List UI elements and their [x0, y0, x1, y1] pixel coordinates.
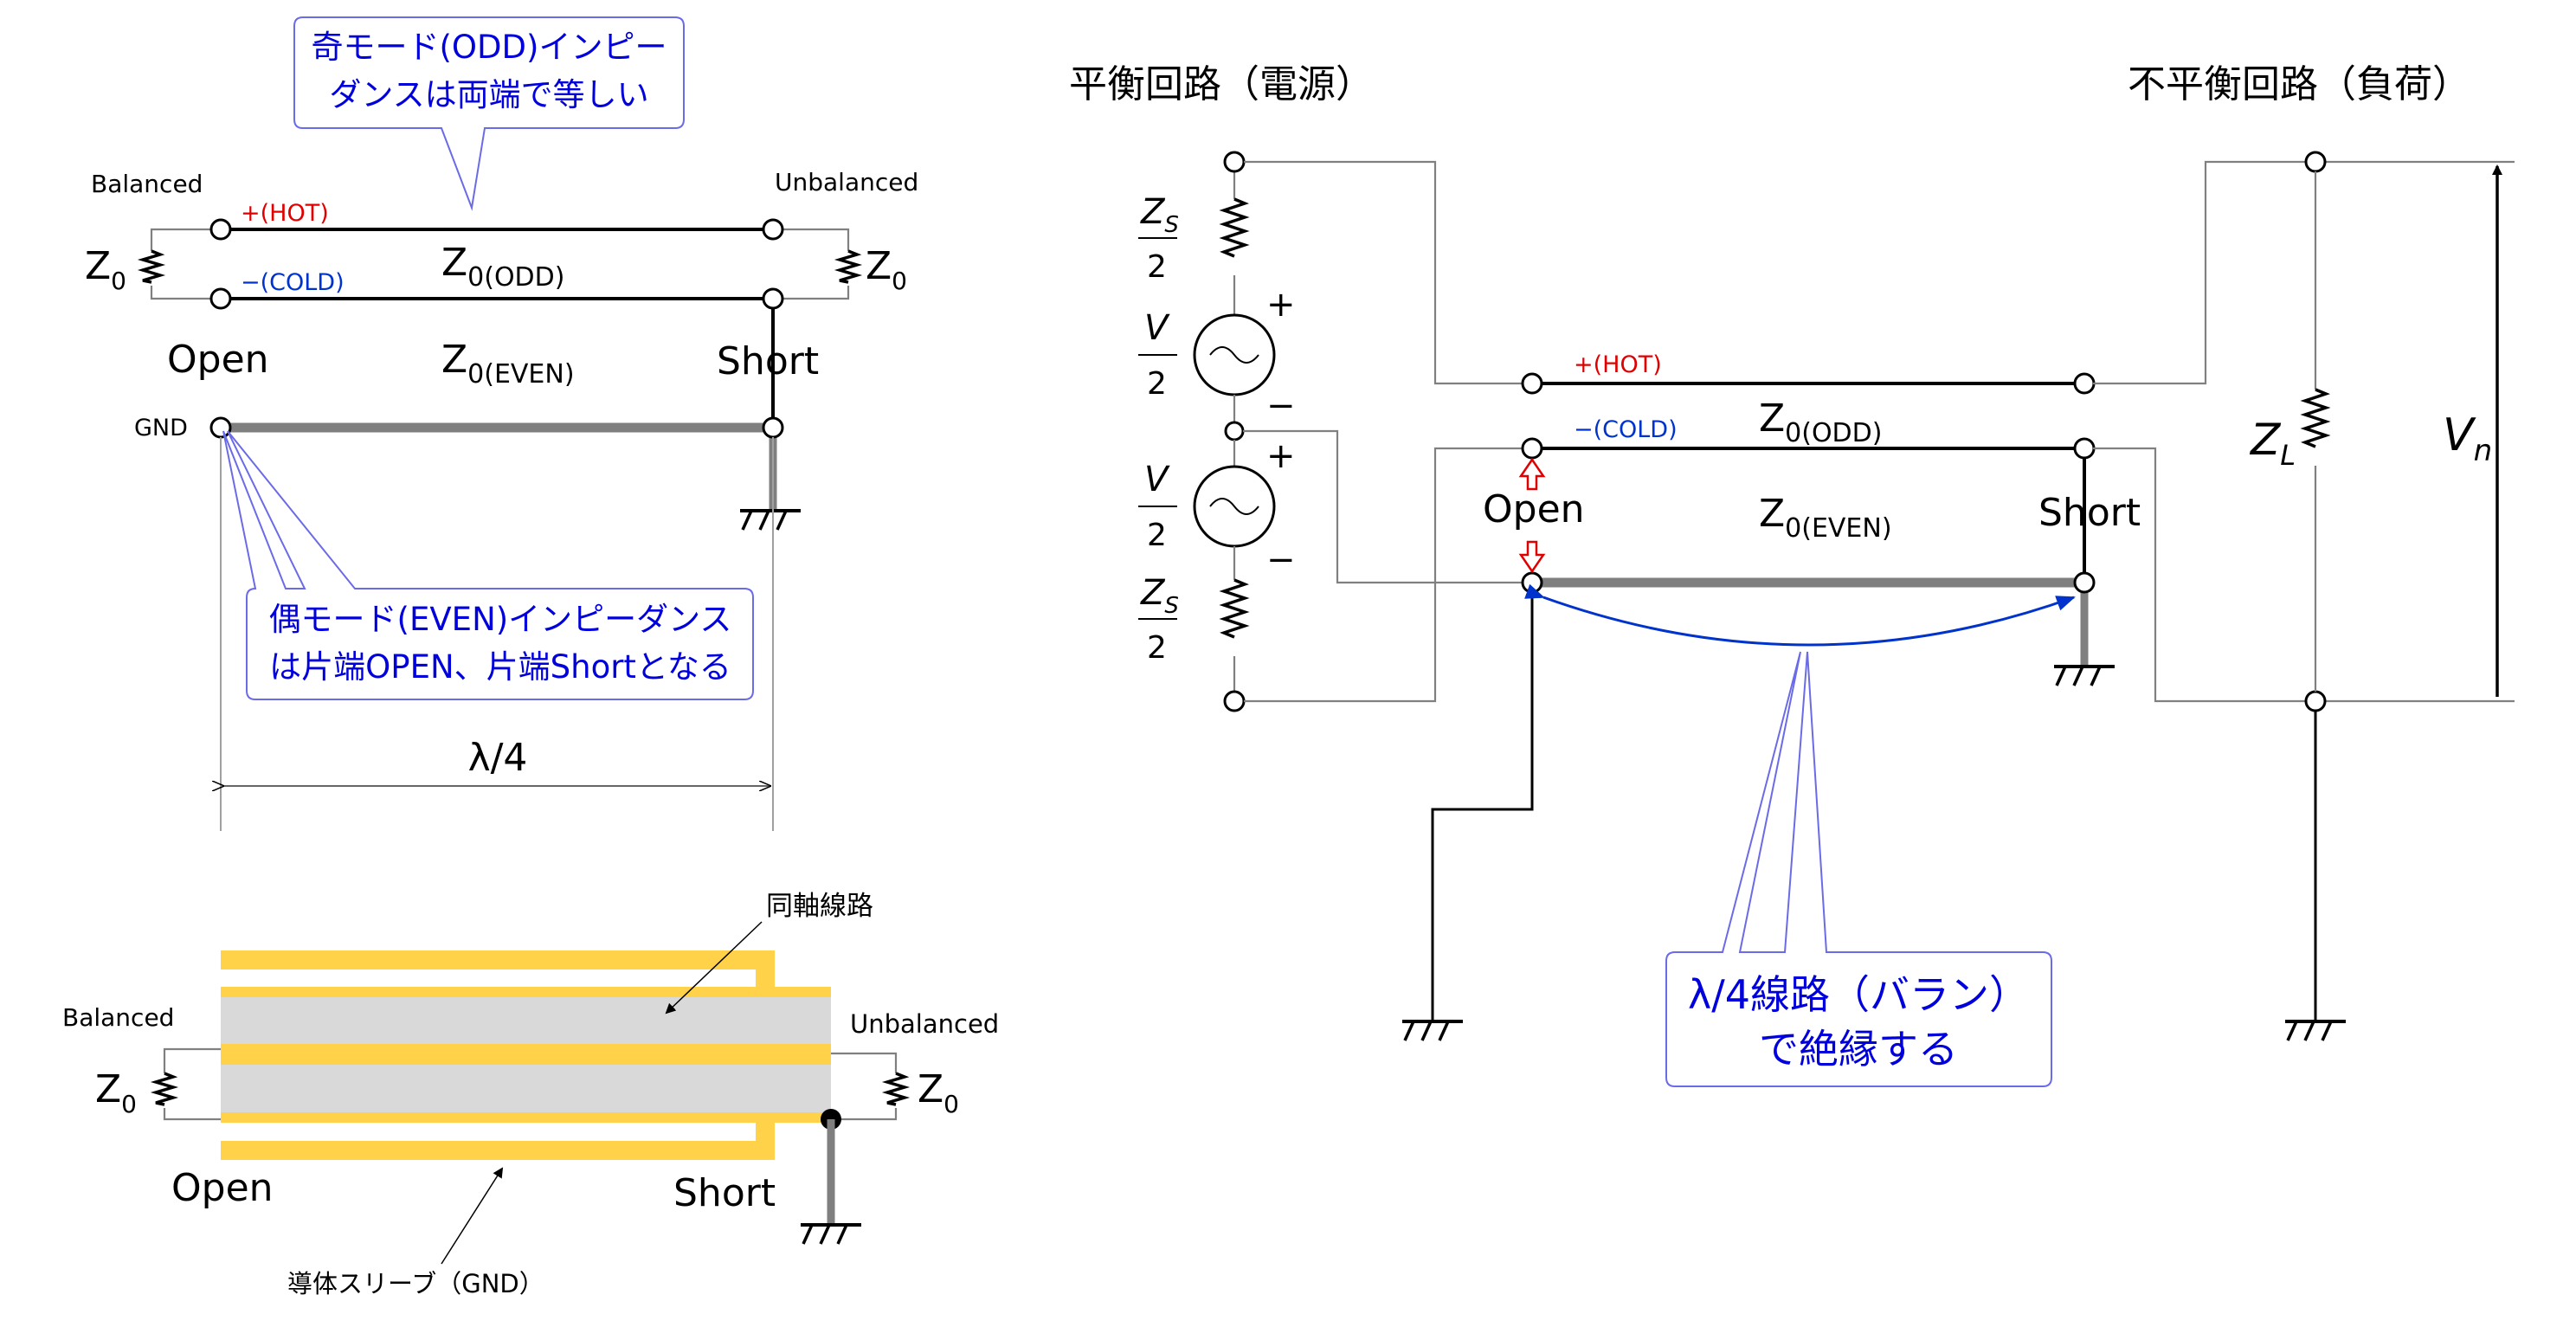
- resistor-zs-top: [1219, 197, 1250, 258]
- v-bottom-fraction: V 2: [1138, 460, 1177, 553]
- resistor-z0-coax-right: [881, 1072, 911, 1106]
- coax-unbalanced-label: Unbalanced: [850, 1009, 999, 1039]
- dielectric-lower: [221, 1065, 831, 1113]
- minus-top: −: [1266, 386, 1296, 426]
- callout-balun-line2: で絶縁する: [1759, 1026, 1958, 1073]
- coax-z0-left: Z0: [95, 1067, 137, 1118]
- callout-odd-line1: 奇モード(ODD)インピー: [312, 29, 667, 66]
- z0-right-label: Z0: [866, 244, 907, 295]
- balanced-label: Balanced: [91, 170, 203, 198]
- callout-even-line2: は片端OPEN、片端Shortとなる: [269, 648, 731, 686]
- svg-text:ZS: ZS: [1140, 192, 1179, 238]
- ground-symbol-coax: [801, 1223, 861, 1245]
- svg-text:V: V: [1144, 308, 1170, 348]
- sleeve-label: 導体スリーブ（GND）: [287, 1269, 544, 1298]
- balun-cold-label: −(COLD): [1574, 416, 1678, 443]
- v-top-fraction: V 2: [1138, 308, 1177, 402]
- coupled-line-diagram: 奇モード(ODD)インピー ダンスは両端で等しい Balanced Unbala…: [85, 16, 918, 831]
- callout-even: 偶モード(EVEN)インピーダンス は片端OPEN、片端Shortとなる: [222, 430, 754, 700]
- plus-bottom: +: [1266, 436, 1296, 476]
- minus-bottom: −: [1266, 540, 1296, 580]
- sleeve-bottom: [221, 1141, 775, 1160]
- zs-top-fraction: ZS 2: [1138, 192, 1179, 285]
- ground-symbol-left-top: [740, 509, 801, 531]
- balun-z-even: Z0(EVEN): [1759, 492, 1892, 544]
- cold-label: −(COLD): [241, 269, 345, 296]
- balun-short-label: Short: [2038, 491, 2141, 535]
- coax-diagram: Z0 Z0 同軸線路 Balanced Unbalanced Open Shor…: [62, 891, 999, 1298]
- open-gap-arrows: [1518, 457, 1546, 574]
- ground-symbol-load: [2285, 1020, 2346, 1041]
- resistor-zs-bottom: [1219, 578, 1250, 639]
- balun-circuit: 平衡回路（電源） 不平衡回路（負荷） ZS 2 V 2 V: [1069, 62, 2515, 1087]
- gnd-label: GND: [134, 415, 188, 441]
- coax-balanced-label: Balanced: [62, 1003, 174, 1032]
- hot-label: +(HOT): [241, 200, 329, 227]
- z-odd-label: Z0(ODD): [441, 241, 564, 293]
- svg-text:2: 2: [1147, 366, 1167, 402]
- svg-text:ZS: ZS: [1140, 573, 1179, 619]
- coax-label: 同軸線路: [766, 891, 873, 922]
- resistor-z0-right: [834, 249, 863, 284]
- callout-odd-line2: ダンスは両端で等しい: [329, 76, 648, 113]
- callout-balun-line1: λ/4線路（バラン）: [1688, 971, 2029, 1018]
- resistor-z0-coax-left: [150, 1072, 179, 1106]
- svg-text:2: 2: [1147, 249, 1167, 285]
- lambda-label: λ/4: [468, 736, 528, 780]
- title-balanced: 平衡回路（電源）: [1069, 62, 1374, 106]
- svg-text:V: V: [1144, 460, 1170, 499]
- z0-left-label: Z0: [85, 244, 126, 295]
- unbalanced-label: Unbalanced: [775, 168, 918, 196]
- callout-balun: λ/4線路（バラン） で絶縁する: [1665, 651, 2052, 1087]
- ground-symbol-short: [2054, 665, 2115, 686]
- open-label: Open: [167, 338, 269, 382]
- plus-top: +: [1266, 285, 1296, 325]
- ground-symbol-open: [1402, 1020, 1463, 1041]
- short-label: Short: [717, 339, 819, 383]
- title-unbalanced: 不平衡回路（負荷）: [2128, 62, 2470, 106]
- balun-open-label: Open: [1483, 487, 1585, 531]
- zs-bottom-fraction: ZS 2: [1138, 573, 1179, 666]
- coax-z0-right: Z0: [918, 1067, 959, 1118]
- coax-short-label: Short: [673, 1171, 776, 1215]
- callout-even-line1: 偶モード(EVEN)インピーダンス: [269, 601, 732, 638]
- svg-text:2: 2: [1147, 518, 1167, 553]
- callout-odd: 奇モード(ODD)インピー ダンスは両端で等しい: [293, 16, 685, 211]
- coax-open-label: Open: [171, 1166, 274, 1210]
- center-conductor: [221, 1044, 831, 1065]
- lambda-arc: [1524, 583, 2076, 647]
- dielectric-upper: [221, 995, 831, 1044]
- z-even-label: Z0(EVEN): [441, 338, 575, 390]
- resistor-zl: [2300, 388, 2331, 448]
- vn-label: Vn: [2443, 409, 2492, 468]
- balun-hot-label: +(HOT): [1574, 351, 1662, 378]
- resistor-z0-left: [137, 249, 166, 284]
- zl-label: ZL: [2249, 415, 2296, 472]
- svg-text:2: 2: [1147, 630, 1167, 666]
- sleeve-top: [221, 950, 775, 969]
- balun-z-odd: Z0(ODD): [1759, 396, 1882, 448]
